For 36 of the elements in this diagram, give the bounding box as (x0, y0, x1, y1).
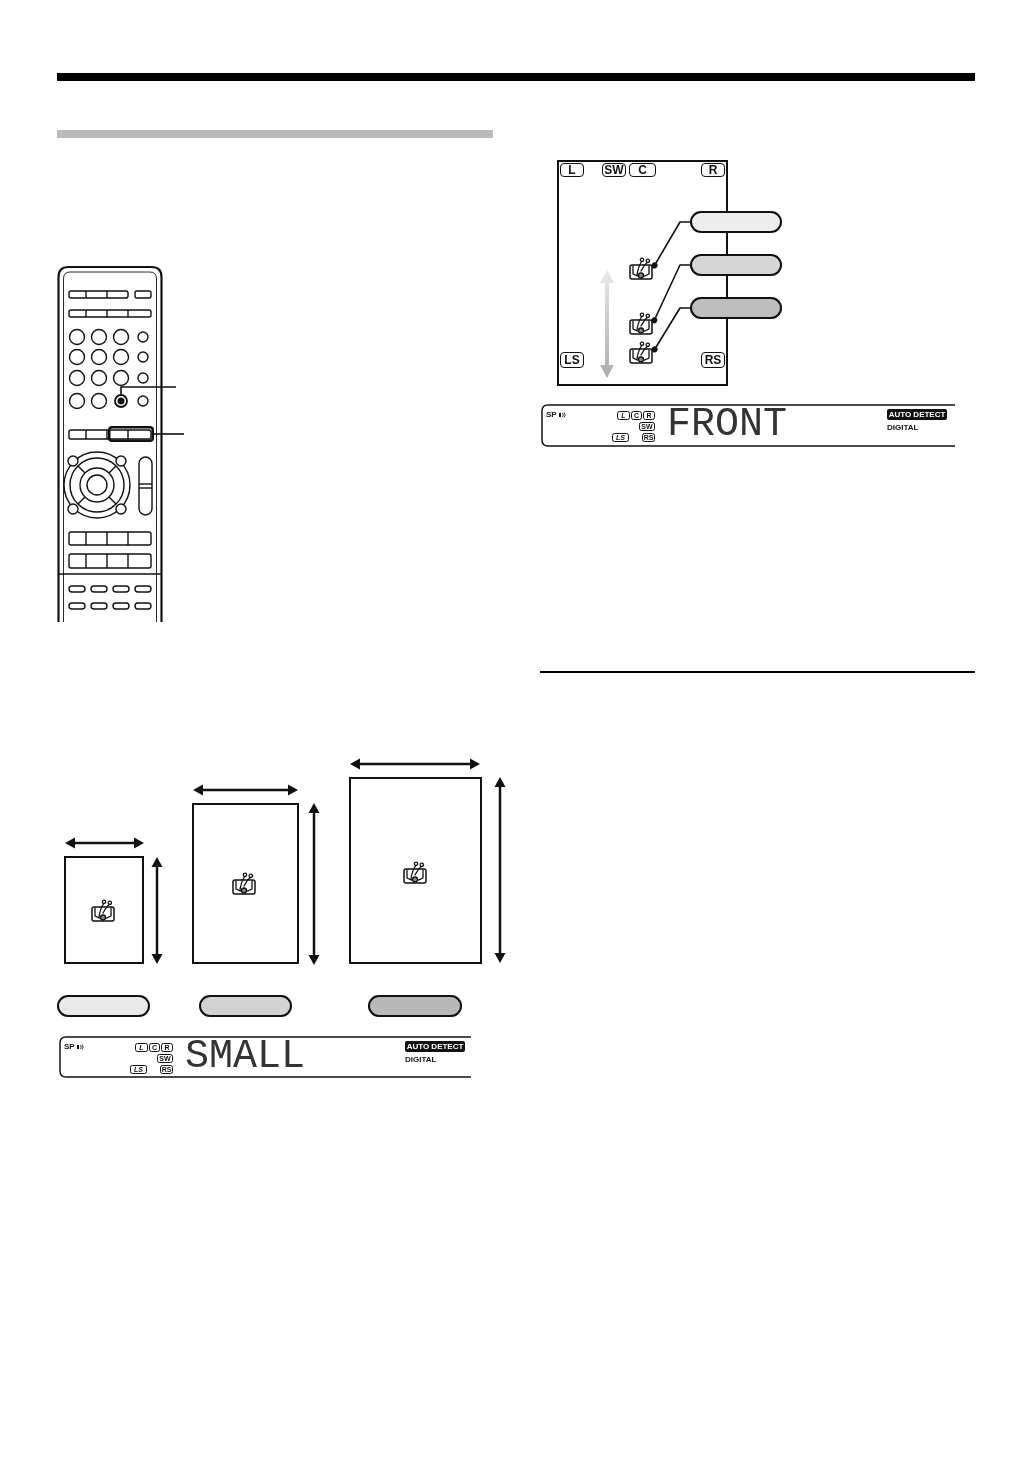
button-group-highlight (108, 426, 154, 442)
channel-tag: RS (701, 352, 725, 368)
room-plan (557, 160, 728, 386)
display-label: DIGITAL (887, 424, 919, 432)
channel-tag: LS (560, 352, 584, 368)
empty-pill (368, 995, 462, 1017)
display-readout: SMALL (185, 1038, 306, 1076)
empty-pill (690, 211, 782, 233)
status-indicator: AUTO DETECT (887, 409, 947, 420)
seated-person-icon (629, 256, 653, 280)
channel-tag: R (701, 163, 725, 177)
channel-tag: L (560, 163, 584, 177)
empty-pill (199, 995, 292, 1017)
display-readout: FRONT (667, 406, 788, 444)
room-plan (192, 803, 299, 964)
display-label: SP (64, 1043, 75, 1051)
leader-line (153, 433, 185, 435)
display-panel (541, 404, 955, 447)
channel-tag: SW (602, 163, 626, 177)
display-panel (59, 1036, 471, 1078)
empty-pill (690, 254, 782, 276)
room-plan (349, 777, 482, 964)
channel-tag: C (629, 163, 656, 177)
leader-line (651, 264, 691, 324)
round-button (114, 394, 128, 408)
leader-line (120, 386, 177, 395)
display-label: DIGITAL (405, 1056, 437, 1064)
leader-line (651, 221, 691, 269)
display-label: SP (546, 411, 557, 419)
seated-person-icon (629, 311, 653, 335)
leader-line (651, 307, 691, 353)
empty-pill (57, 995, 150, 1017)
status-indicator: AUTO DETECT (405, 1041, 465, 1052)
room-plan (64, 856, 144, 964)
empty-pill (690, 297, 782, 319)
seated-person-icon (629, 340, 653, 364)
